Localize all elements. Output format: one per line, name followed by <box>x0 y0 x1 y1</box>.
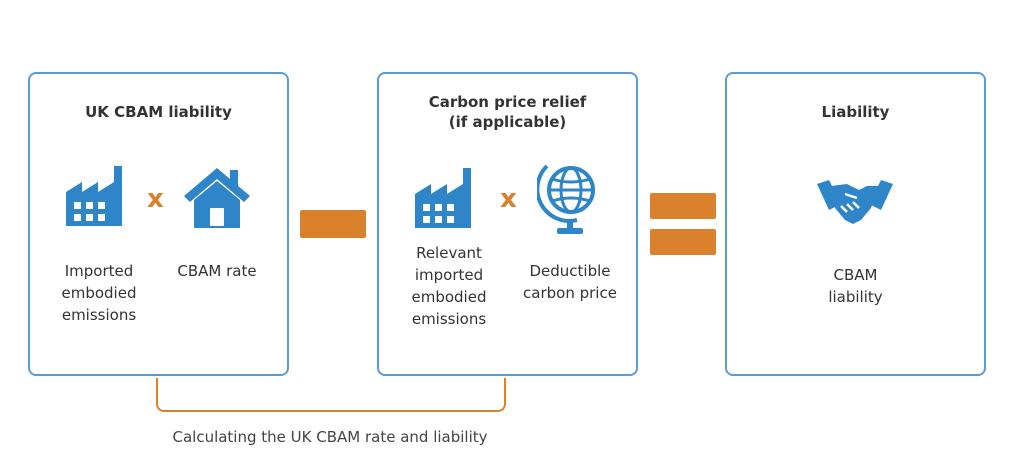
uk-cbam-liability-box: UK CBAM liability x Imported embodied em… <box>28 72 289 376</box>
equals-top-bar <box>650 193 716 219</box>
multiply-operator: x <box>500 184 517 214</box>
carbon-price-relief-title: Carbon price relief (if applicable) <box>428 93 587 131</box>
imported-embodied-emissions-label: Imported embodied emissions <box>61 262 137 324</box>
liability-title: Liability <box>821 103 890 121</box>
multiply-operator: x <box>147 184 164 214</box>
cbam-rate-label: CBAM rate <box>177 262 257 280</box>
handshake-icon <box>815 174 895 234</box>
uk-cbam-liability-title: UK CBAM liability <box>85 103 232 121</box>
grouping-bracket <box>156 378 506 412</box>
factory-icon <box>413 168 477 230</box>
equals-bottom-bar <box>650 229 716 255</box>
deductible-carbon-price-label: Deductible carbon price <box>523 262 617 302</box>
house-icon <box>182 164 252 230</box>
diagram-caption: Calculating the UK CBAM rate and liabili… <box>172 428 488 446</box>
minus-operator <box>300 210 366 238</box>
cbam-liability-label: CBAM liability <box>828 266 883 306</box>
factory-icon <box>64 166 128 228</box>
liability-result-box: Liability CBAM liability <box>725 72 986 376</box>
globe-icon <box>537 158 599 236</box>
carbon-price-relief-box: Carbon price relief (if applicable) x <box>377 72 638 376</box>
relevant-imported-embodied-emissions-label: Relevant imported embodied emissions <box>411 244 487 328</box>
